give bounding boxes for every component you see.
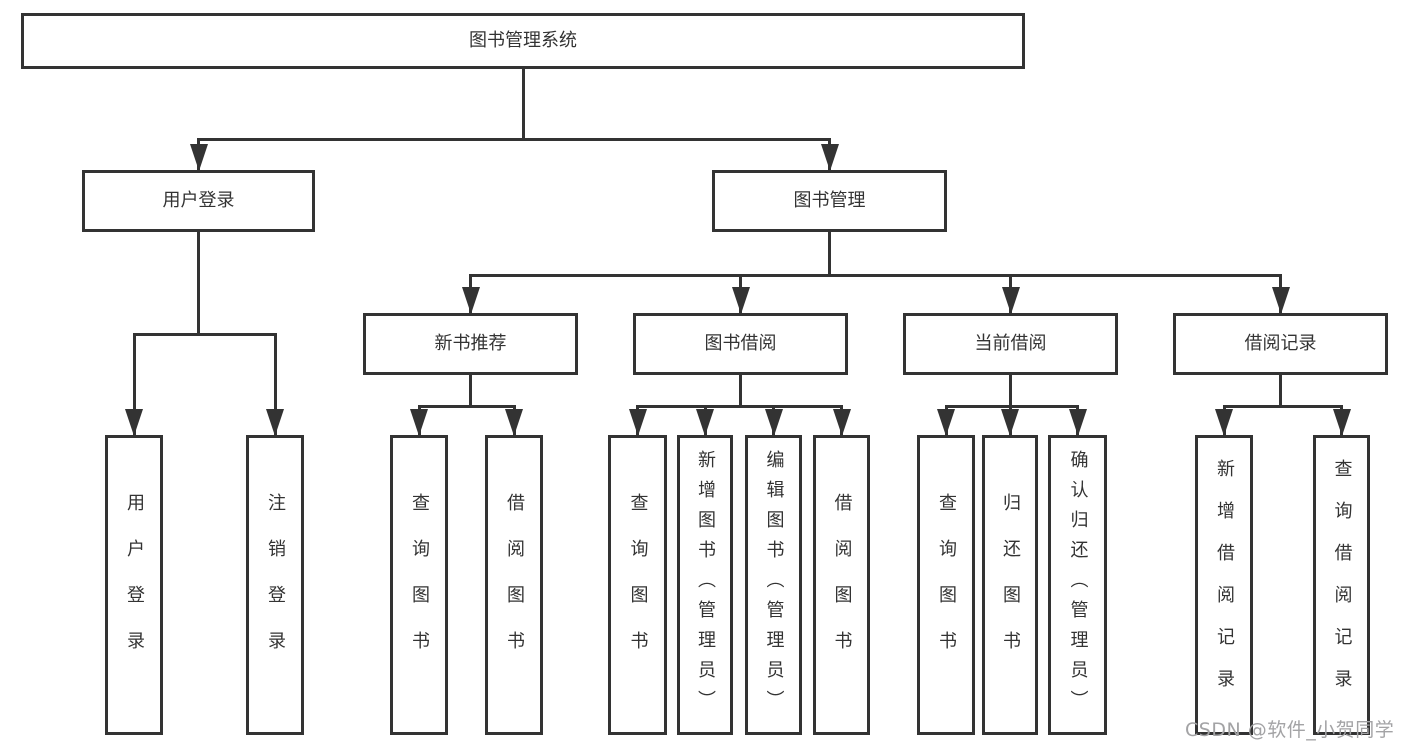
arrowhead-down-icon [1001, 409, 1019, 436]
connector-bar [636, 404, 843, 408]
arrowhead-down-icon [189, 144, 208, 171]
arrowhead-down-icon [1332, 409, 1351, 436]
node-return-books: 归还图书 [982, 435, 1038, 735]
node-query-books-1: 查询图书 [390, 435, 448, 735]
node-book-mgmt: 图书管理 [712, 170, 947, 232]
node-book-borrow: 图书借阅 [633, 313, 848, 375]
arrowhead-down-icon [764, 409, 783, 436]
node-borrow-books-2: 借阅图书 [813, 435, 870, 735]
arrowhead-down-icon [1068, 409, 1087, 436]
node-logout: 注销登录 [246, 435, 304, 735]
connector-drop [273, 334, 277, 435]
arrowhead-down-icon [266, 409, 284, 436]
node-query-borrow-record: 查询借阅记录 [1313, 435, 1370, 735]
connector-bar [417, 404, 516, 408]
arrowhead-down-icon [628, 409, 647, 436]
node-borrow-records: 借阅记录 [1173, 313, 1388, 375]
connector-stem [739, 375, 742, 408]
arrowhead-down-icon [696, 409, 714, 436]
node-query-books-2: 查询图书 [608, 435, 667, 735]
connector-bar [1222, 404, 1343, 408]
connector-stem [828, 232, 831, 277]
node-login: 用户登录 [105, 435, 163, 735]
watermark: CSDN @软件_小贺同学 [1185, 719, 1395, 741]
node-add-borrow-record: 新增借阅记录 [1195, 435, 1253, 735]
arrowhead-down-icon [410, 409, 428, 436]
arrowhead-down-icon [1271, 287, 1290, 314]
connector-stem [197, 232, 200, 336]
connector-stem [1279, 375, 1282, 408]
arrowhead-down-icon [820, 144, 839, 171]
connector-bar [132, 332, 277, 336]
node-current-borrow: 当前借阅 [903, 313, 1118, 375]
arrowhead-down-icon [731, 287, 750, 314]
arrowhead-down-icon [937, 409, 955, 436]
arrowhead-down-icon [1001, 287, 1020, 314]
node-confirm-return: 确认归还（管理员） [1048, 435, 1107, 735]
node-new-book-rec: 新书推荐 [363, 313, 578, 375]
arrowhead-down-icon [832, 409, 851, 436]
connector-stem [469, 375, 472, 408]
connector-stem [521, 69, 525, 141]
node-user-login: 用户登录 [82, 170, 315, 232]
connector-drop [132, 334, 136, 435]
connector-bar [197, 137, 831, 141]
arrowhead-down-icon [125, 409, 143, 436]
arrowhead-down-icon [505, 409, 523, 436]
node-edit-books: 编辑图书（管理员） [745, 435, 802, 735]
node-add-books: 新增图书（管理员） [677, 435, 733, 735]
connector-bar [469, 273, 1282, 277]
connector-bar [944, 404, 1079, 408]
node-query-books-3: 查询图书 [917, 435, 975, 735]
arrowhead-down-icon [1215, 409, 1233, 436]
connector-stem [1009, 375, 1012, 408]
node-root: 图书管理系统 [21, 13, 1025, 69]
node-borrow-books-1: 借阅图书 [485, 435, 543, 735]
arrowhead-down-icon [461, 287, 480, 314]
